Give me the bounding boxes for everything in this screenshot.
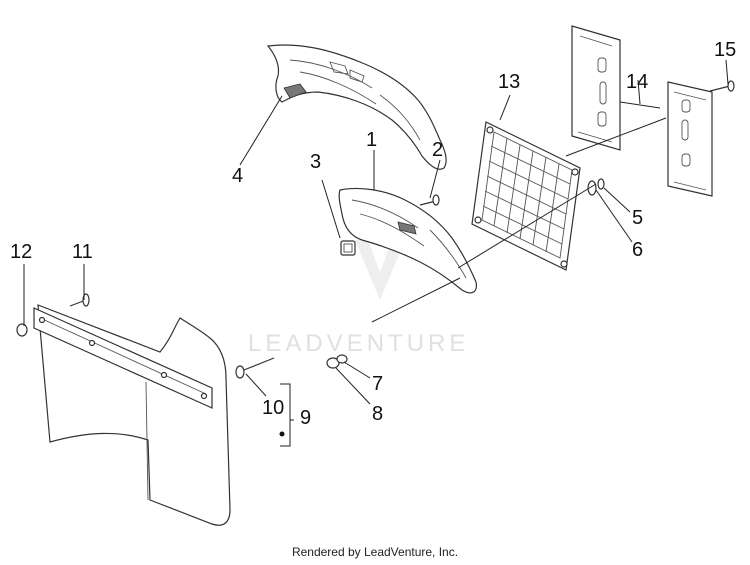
- plate-holder-part: [471, 121, 581, 271]
- callout-10: 10: [262, 397, 285, 419]
- rivet-part-10: [235, 357, 275, 379]
- watermark-text: LEADVENTURE: [248, 330, 470, 357]
- screw-part-15: [709, 80, 735, 92]
- washer-nut-part-5-6: [587, 178, 605, 196]
- callout-3: 3: [310, 151, 322, 173]
- callout-9: 9: [300, 407, 312, 429]
- callout-1: 1: [366, 129, 378, 151]
- nut-part-12: [16, 323, 28, 337]
- callout-6: 6: [632, 239, 644, 261]
- callout-2: 2: [432, 139, 444, 161]
- callout-14: 14: [626, 71, 649, 93]
- mudflap-part: [33, 304, 231, 526]
- callout-13: 13: [498, 71, 521, 93]
- upper-fairing-part: [266, 44, 447, 170]
- plate-bracket-left-part: [571, 25, 621, 151]
- bolt-part-11: [69, 293, 90, 307]
- callout-15: 15: [714, 39, 737, 61]
- clip-part: [340, 240, 356, 256]
- leadventure-logo-icon: [355, 240, 405, 300]
- plate-bracket-right-part: [667, 81, 713, 197]
- leader-lines: [23, 59, 729, 447]
- callout-4: 4: [232, 165, 244, 187]
- license-bracket-part: [338, 187, 477, 294]
- callout-5: 5: [632, 207, 644, 229]
- callout-8: 8: [372, 403, 384, 425]
- screw-part-2: [419, 194, 440, 206]
- nut-washer-part-7-8: [326, 354, 348, 369]
- callout-7: 7: [372, 373, 384, 395]
- footer-credit: Rendered by LeadVenture, Inc.: [291, 545, 459, 559]
- callout-11: 11: [72, 241, 93, 263]
- callout-12: 12: [10, 241, 33, 263]
